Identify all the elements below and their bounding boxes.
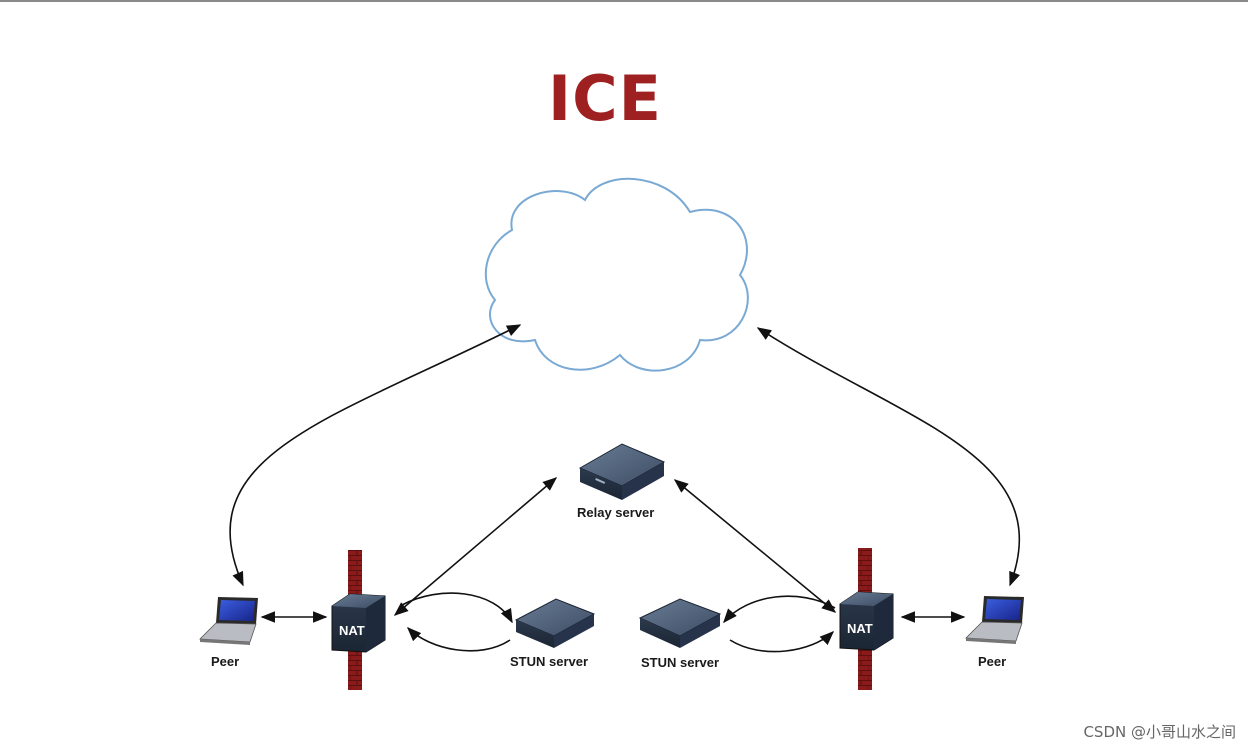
arrow-right-nat-to-stun bbox=[723, 595, 836, 624]
stun-server-left-icon bbox=[514, 598, 596, 648]
arrow-left-stun-to-nat bbox=[406, 626, 511, 652]
relay-server-icon bbox=[578, 443, 666, 500]
nat-right-label: NAT bbox=[847, 621, 873, 636]
peer-right-label: Peer bbox=[978, 654, 1007, 669]
arrow-left-nat-to-stun bbox=[401, 592, 513, 624]
nat-right-firewall: NAT bbox=[839, 548, 894, 690]
stun-server-left-label: STUN server bbox=[510, 654, 589, 669]
nat-left-firewall: NAT bbox=[331, 550, 386, 690]
arrow-right-peer-cloud bbox=[756, 327, 1021, 587]
peer-left-label: Peer bbox=[211, 654, 240, 669]
arrow-left-peer-cloud bbox=[229, 324, 522, 587]
arrow-right-stun-to-nat bbox=[729, 631, 835, 653]
diagram-title: ICE bbox=[548, 62, 662, 135]
stun-server-right-icon bbox=[638, 598, 722, 648]
arrow-left-nat-relay bbox=[393, 477, 558, 616]
peer-left-laptop-icon bbox=[199, 597, 258, 645]
arrow-right-nat-relay bbox=[673, 479, 837, 613]
csdn-watermark: CSDN @小哥山水之间 bbox=[1083, 723, 1236, 741]
nat-left-label: NAT bbox=[339, 623, 365, 638]
stun-server-right-label: STUN server bbox=[641, 655, 720, 670]
relay-server-label: Relay server bbox=[577, 505, 655, 520]
top-border bbox=[0, 0, 1248, 2]
internet-cloud bbox=[484, 177, 749, 372]
peer-right-laptop-icon bbox=[965, 596, 1024, 644]
